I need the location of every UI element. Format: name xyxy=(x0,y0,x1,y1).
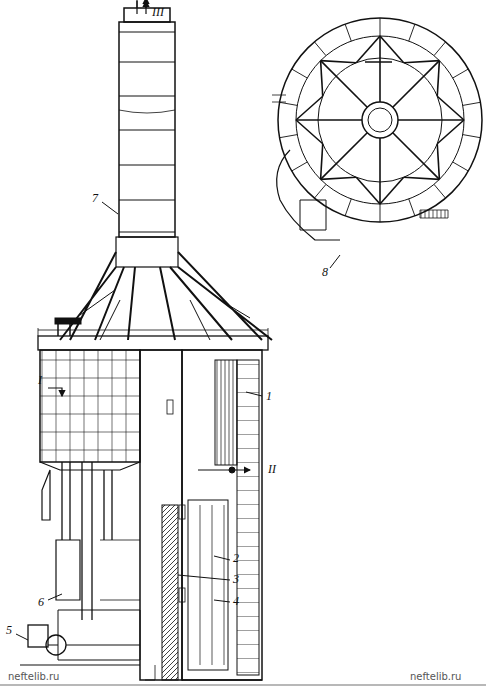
plan-line xyxy=(321,133,368,180)
plan-line xyxy=(345,199,351,216)
plan-line xyxy=(280,102,298,105)
watermark: neftelib.ru xyxy=(410,672,461,682)
plan-line xyxy=(345,24,351,41)
plan-line xyxy=(321,61,323,97)
callout-number: 4 xyxy=(233,595,239,607)
plan-line xyxy=(437,61,439,97)
callout-number: 5 xyxy=(6,624,12,636)
callout-number: 6 xyxy=(38,596,44,608)
plan-line xyxy=(453,162,469,171)
plan-line xyxy=(356,36,380,63)
plan-line xyxy=(380,18,381,36)
plan-line xyxy=(404,61,440,63)
plan-line xyxy=(321,177,357,179)
plan-line xyxy=(463,102,481,105)
callout-number: 2 xyxy=(233,552,239,564)
plan-line xyxy=(380,36,404,63)
plan-line xyxy=(437,144,439,180)
flow-label: II xyxy=(268,463,276,475)
plan-line xyxy=(292,69,308,78)
plan-line xyxy=(380,177,404,204)
callout-number: 8 xyxy=(322,266,328,278)
plan-line xyxy=(437,120,464,144)
plan-line xyxy=(434,42,446,56)
callout-number: 7 xyxy=(92,192,98,204)
plan-line xyxy=(296,96,323,120)
plan-line xyxy=(321,144,323,180)
plan-line xyxy=(409,199,415,216)
flow-label: I xyxy=(38,374,42,386)
plan-line xyxy=(314,42,326,56)
plan-line xyxy=(437,96,464,120)
plan-line xyxy=(321,61,368,108)
plan-line xyxy=(453,69,469,78)
plan-line xyxy=(404,177,440,179)
plan-line xyxy=(296,120,323,144)
callout-number: 3 xyxy=(233,573,239,585)
callout-number: 1 xyxy=(266,390,272,402)
plan-line xyxy=(314,184,326,198)
plan-line xyxy=(379,36,381,102)
plan-line xyxy=(393,61,440,108)
plan-line xyxy=(296,119,362,121)
plan-line xyxy=(434,184,446,198)
plan-line xyxy=(292,162,308,171)
plan-line xyxy=(398,119,464,121)
plan-line xyxy=(393,133,440,180)
plan-line xyxy=(321,61,357,63)
plan-line xyxy=(380,204,381,222)
plan-line xyxy=(409,24,415,41)
watermark: neftelib.ru xyxy=(8,672,59,682)
plan-line xyxy=(280,135,298,138)
flow-label: III xyxy=(152,6,164,18)
plan-line xyxy=(463,135,481,138)
plan-line xyxy=(379,138,381,204)
plan-line xyxy=(356,177,380,204)
